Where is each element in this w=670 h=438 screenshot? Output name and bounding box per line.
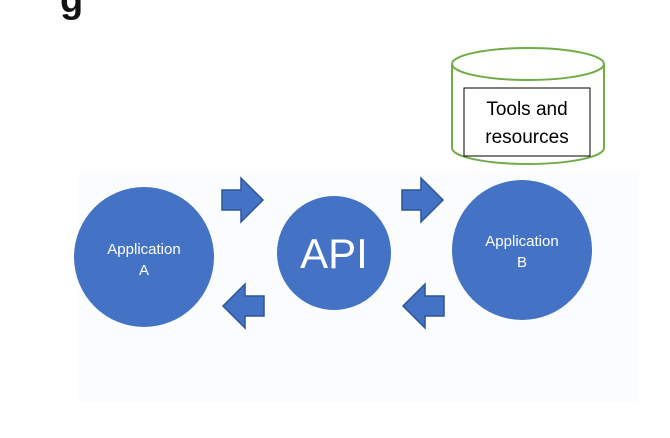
- api-circle: [277, 196, 391, 310]
- application-b-label-line2: B: [517, 254, 527, 271]
- application-a-label-line2: A: [139, 262, 149, 279]
- api-node: API: [277, 196, 391, 310]
- application-a-label-line1: Application: [107, 241, 180, 258]
- application-b-circle: [452, 180, 592, 320]
- tools-resources-cylinder: Tools and resources: [451, 47, 605, 165]
- arrow-b-to-api: [401, 282, 445, 330]
- arrow-a-to-api: [221, 176, 265, 224]
- resources-box: [463, 87, 591, 157]
- application-b-node: Application B: [452, 180, 592, 320]
- resources-label-line2: resources: [485, 127, 568, 148]
- cylinder-top: [451, 47, 605, 81]
- api-label: API: [300, 230, 368, 277]
- application-b-label-line1: Application: [485, 233, 558, 250]
- arrow-api-to-a: [221, 282, 265, 330]
- application-a-node: Application A: [74, 187, 214, 327]
- heading-fragment: g: [60, 0, 83, 21]
- arrow-api-to-b: [401, 176, 445, 224]
- resources-label-line1: Tools and: [486, 99, 567, 120]
- application-a-circle: [74, 187, 214, 327]
